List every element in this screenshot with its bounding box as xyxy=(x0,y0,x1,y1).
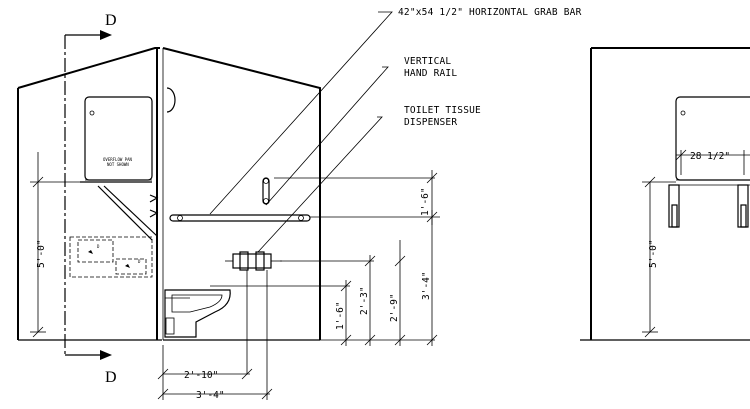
overflow-note-1: OVERFLOW PAN xyxy=(103,157,132,162)
callout-tissue-2: DISPENSER xyxy=(404,117,457,128)
shelf-bracket xyxy=(80,181,159,241)
bottom-dimensions xyxy=(157,368,273,400)
right-elevation xyxy=(580,47,750,341)
dim-left-height: 5'-0" xyxy=(36,239,47,268)
sink-marker-1: D xyxy=(97,244,100,249)
overflow-note-2: NOT SHOWN xyxy=(107,162,129,167)
dim-tissue-height-1: 2'-3" xyxy=(359,286,370,315)
dim-bottom-1: 2'-10" xyxy=(184,370,218,381)
right-dimension-chains xyxy=(210,170,440,346)
dim-right-height: 5'-0" xyxy=(648,239,659,268)
dim-bottom-2: 3'-4" xyxy=(196,390,225,401)
toilet-wall xyxy=(162,47,321,341)
dim-tissue-height-2: 2'-9" xyxy=(389,293,400,322)
horizontal-grab-bar xyxy=(169,214,311,222)
sink-marker-2: D xyxy=(138,259,141,264)
callout-tissue-1: TOILET TISSUE xyxy=(404,105,481,116)
left-wall xyxy=(17,47,164,341)
vertical-hand-rail xyxy=(262,177,270,205)
reference-lines xyxy=(162,270,268,400)
dim-tissue-to-bar: 3'-4" xyxy=(421,271,432,300)
towel-dispenser: OVERFLOW PAN NOT SHOWN xyxy=(84,96,153,181)
callout-vertical-rail-2: HAND RAIL xyxy=(404,68,457,79)
callout-vertical-rail-1: VERTICAL xyxy=(404,56,451,67)
section-label-bottom: D xyxy=(105,369,117,386)
left-height-dimension xyxy=(30,152,90,338)
callout-grab-bar: 42"x54 1/2" HORIZONTAL GRAB BAR xyxy=(398,7,582,18)
dim-right-width: 28 1/2" xyxy=(690,151,730,162)
dim-seat-height: 1'-6" xyxy=(335,301,346,330)
section-cut-line xyxy=(64,30,112,360)
callout-leaders xyxy=(209,11,393,253)
sink-outline: D D xyxy=(69,236,153,278)
section-label-top: D xyxy=(105,12,117,29)
dim-vertical-rail: 1'-6" xyxy=(420,187,431,216)
toilet-tissue-dispenser xyxy=(225,251,282,271)
toilet xyxy=(164,289,231,338)
